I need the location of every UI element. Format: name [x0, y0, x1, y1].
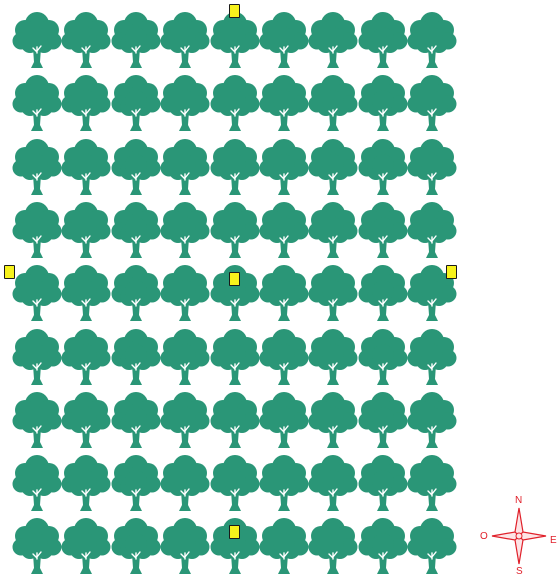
compass-north-label: N: [515, 496, 522, 506]
yellow-marker: [229, 4, 240, 18]
tree-icon: [12, 453, 62, 513]
tree-icon: [358, 327, 408, 387]
tree-icon: [12, 137, 62, 197]
tree-icon: [308, 73, 358, 133]
tree-icon: [308, 327, 358, 387]
tree-icon: [407, 327, 457, 387]
tree-icon: [358, 263, 408, 323]
tree-icon: [259, 390, 309, 450]
tree-icon: [111, 516, 161, 576]
tree-icon: [61, 73, 111, 133]
tree-icon: [12, 390, 62, 450]
tree-icon: [407, 453, 457, 513]
tree-icon: [259, 10, 309, 70]
tree-icon: [210, 73, 260, 133]
tree-icon: [12, 516, 62, 576]
tree-icon: [259, 263, 309, 323]
tree-icon: [407, 516, 457, 576]
tree-icon: [259, 453, 309, 513]
tree-icon: [61, 327, 111, 387]
tree-icon: [160, 327, 210, 387]
tree-icon: [308, 200, 358, 260]
tree-icon: [160, 10, 210, 70]
yellow-marker: [446, 265, 457, 279]
tree-icon: [358, 200, 408, 260]
tree-icon: [358, 516, 408, 576]
tree-icon: [160, 390, 210, 450]
tree-icon: [308, 390, 358, 450]
tree-icon: [407, 137, 457, 197]
tree-icon: [61, 137, 111, 197]
tree-icon: [111, 453, 161, 513]
tree-icon: [259, 516, 309, 576]
tree-icon: [12, 10, 62, 70]
tree-icon: [160, 453, 210, 513]
tree-icon: [12, 73, 62, 133]
tree-icon: [259, 137, 309, 197]
tree-icon: [210, 327, 260, 387]
tree-icon: [111, 327, 161, 387]
tree-icon: [111, 10, 161, 70]
tree-icon: [407, 390, 457, 450]
tree-icon: [358, 137, 408, 197]
tree-icon: [12, 263, 62, 323]
yellow-marker: [229, 525, 240, 539]
tree-icon: [308, 137, 358, 197]
tree-icon: [358, 390, 408, 450]
tree-icon: [160, 200, 210, 260]
tree-icon: [308, 10, 358, 70]
tree-icon: [61, 453, 111, 513]
tree-icon: [407, 73, 457, 133]
tree-icon: [12, 327, 62, 387]
tree-icon: [61, 10, 111, 70]
tree-icon: [259, 200, 309, 260]
compass-east-label: E: [550, 536, 557, 546]
tree-icon: [407, 10, 457, 70]
tree-icon: [160, 137, 210, 197]
tree-icon: [308, 263, 358, 323]
tree-icon: [210, 137, 260, 197]
tree-icon: [111, 390, 161, 450]
tree-icon: [210, 390, 260, 450]
tree-icon: [111, 137, 161, 197]
tree-icon: [259, 73, 309, 133]
compass-south-label: S: [516, 567, 523, 577]
tree-icon: [210, 453, 260, 513]
yellow-marker: [4, 265, 15, 279]
tree-icon: [358, 453, 408, 513]
tree-icon: [111, 73, 161, 133]
tree-icon: [111, 263, 161, 323]
yellow-marker: [229, 272, 240, 286]
tree-icon: [358, 10, 408, 70]
tree-icon: [12, 200, 62, 260]
compass-rose: N S E O: [478, 494, 559, 578]
tree-icon: [61, 516, 111, 576]
tree-icon: [259, 327, 309, 387]
tree-icon: [61, 390, 111, 450]
tree-icon: [308, 516, 358, 576]
tree-icon: [111, 200, 161, 260]
tree-icon: [358, 73, 408, 133]
tree-icon: [160, 263, 210, 323]
compass-west-label: O: [480, 532, 488, 542]
tree-icon: [61, 200, 111, 260]
tree-icon: [407, 200, 457, 260]
tree-icon: [210, 200, 260, 260]
tree-icon: [210, 10, 260, 70]
tree-icon: [160, 516, 210, 576]
tree-icon: [160, 73, 210, 133]
tree-icon: [61, 263, 111, 323]
tree-icon: [308, 453, 358, 513]
